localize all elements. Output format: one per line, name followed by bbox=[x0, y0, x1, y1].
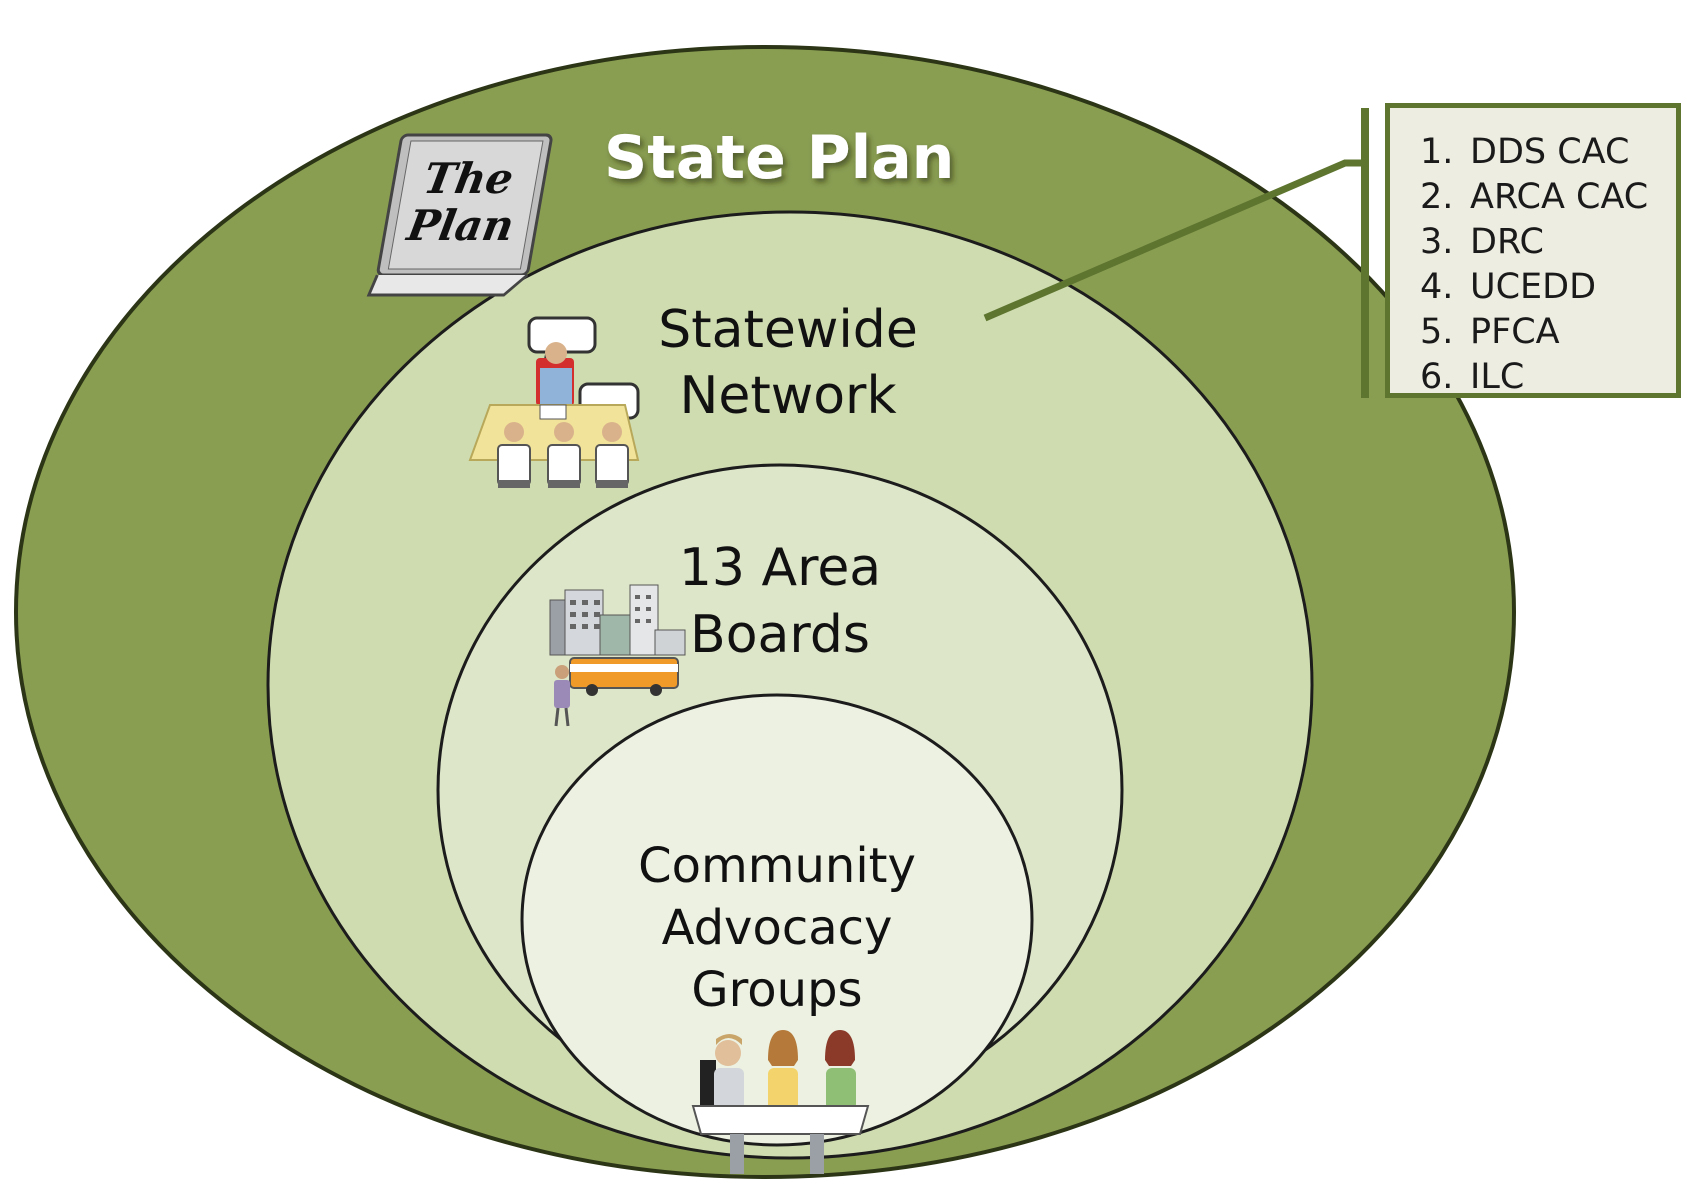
community-groups-label-line-3: Groups bbox=[691, 962, 862, 1018]
list-item: 5. PFCA bbox=[1420, 310, 1676, 355]
community-groups-ring bbox=[520, 693, 1034, 1147]
statewide-network-label-line-2: Network bbox=[679, 366, 896, 426]
list-item-label: ILC bbox=[1470, 357, 1525, 397]
list-item-number: 5. bbox=[1420, 312, 1454, 352]
list-item-number: 3. bbox=[1420, 222, 1454, 262]
community-groups-label-line-2: Advocacy bbox=[662, 900, 893, 956]
meeting-icon bbox=[468, 316, 640, 488]
list-item-label: PFCA bbox=[1470, 312, 1560, 352]
list-item-number: 2. bbox=[1420, 177, 1454, 217]
list-item: 3. DRC bbox=[1420, 220, 1676, 265]
area-boards-label-line-1: 13 Area bbox=[679, 538, 881, 598]
network-members-list: 1. DDS CAC 2. ARCA CAC 3. DRC 4. UCEDD 5. PFC… bbox=[1420, 130, 1676, 400]
binder-label-line-2: Plan bbox=[403, 200, 518, 250]
list-item-label: ARCA CAC bbox=[1470, 177, 1649, 217]
list-item-label: DRC bbox=[1470, 222, 1544, 262]
list-item-label: UCEDD bbox=[1470, 267, 1597, 307]
network-members-box: 1. DDS CAC 2. ARCA CAC 3. DRC 4. UCEDD 5. PFC… bbox=[1385, 103, 1681, 398]
list-item: 2. ARCA CAC bbox=[1420, 175, 1676, 220]
people-at-table-icon bbox=[691, 1030, 870, 1174]
list-item-number: 4. bbox=[1420, 267, 1454, 307]
binder-label-line-1: The bbox=[420, 153, 517, 203]
list-item: 1. DDS CAC bbox=[1420, 130, 1676, 175]
binder-icon: The Plan bbox=[366, 133, 553, 297]
list-item-number: 1. bbox=[1420, 132, 1454, 172]
area-boards-label-line-2: Boards bbox=[690, 605, 870, 665]
city-icon bbox=[549, 584, 686, 727]
state-plan-title: State Plan bbox=[604, 123, 954, 193]
connector-line bbox=[983, 159, 1365, 322]
list-item: 4. UCEDD bbox=[1420, 265, 1676, 310]
list-item-number: 6. bbox=[1420, 357, 1454, 397]
community-groups-label-line-1: Community bbox=[638, 838, 916, 894]
statewide-network-label-line-1: Statewide bbox=[658, 300, 918, 360]
list-item: 6. ILC bbox=[1420, 355, 1676, 400]
list-item-label: DDS CAC bbox=[1470, 132, 1630, 172]
